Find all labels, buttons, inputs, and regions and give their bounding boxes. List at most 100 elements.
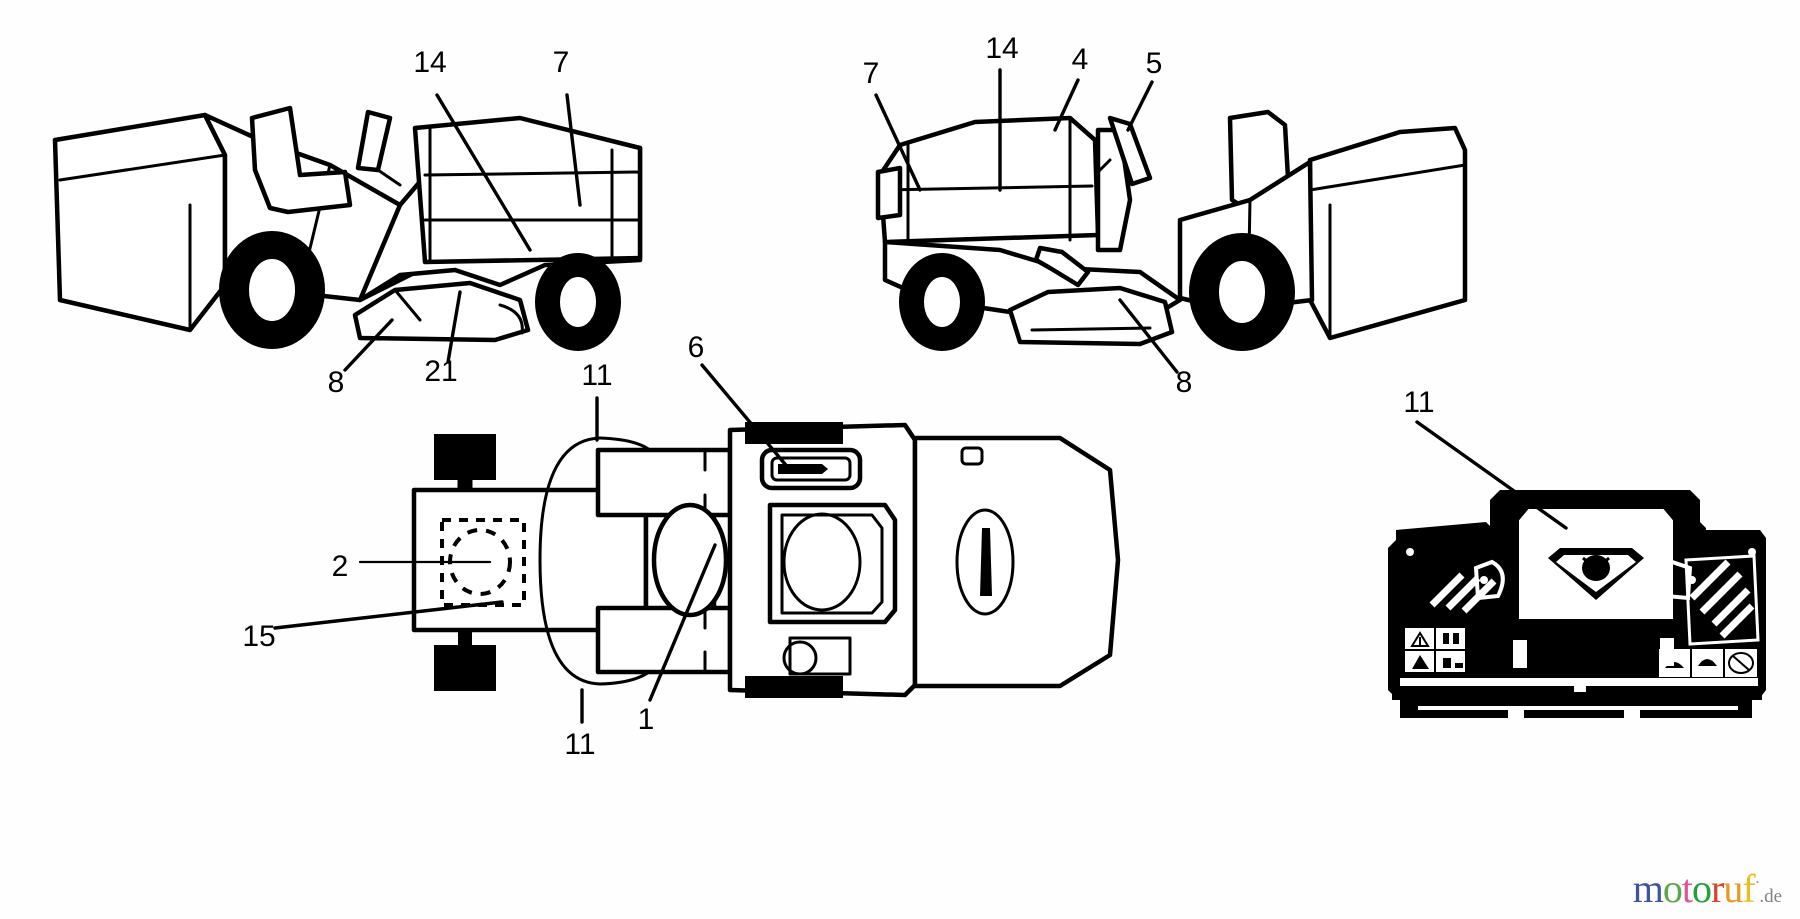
leader-6-top — [700, 363, 792, 472]
deck-line-left — [393, 288, 422, 322]
chip-left — [1513, 640, 1527, 668]
top-trim-lower — [745, 676, 843, 698]
grass-catcher-bag-left — [52, 112, 228, 333]
steering-column-left — [376, 168, 402, 187]
watermark-dot: · — [1754, 872, 1761, 892]
leader-15-top — [273, 600, 504, 630]
top-axle-lower — [458, 628, 472, 646]
callout-11-top: 11 — [581, 359, 612, 392]
leader-11-dash — [1415, 420, 1568, 530]
callout-7-left: 7 — [553, 46, 570, 79]
watermark-letter-o2: o — [1691, 866, 1712, 911]
chip-right — [1660, 638, 1674, 666]
top-body-rear — [912, 435, 1121, 689]
callout-14-right: 14 — [985, 32, 1018, 65]
top-bag-outline-left — [538, 436, 602, 686]
top-bag-upper-panel — [595, 447, 733, 518]
dot-far-left — [1406, 548, 1414, 556]
rail-lower — [1392, 692, 1760, 712]
rear-wheel-rim-left — [247, 257, 297, 323]
slot-a — [1652, 548, 1668, 555]
leader-21-left — [446, 290, 462, 364]
callout-6-top: 6 — [688, 331, 705, 364]
front-wheel-rim-right — [922, 275, 962, 329]
steering-column-right — [1096, 158, 1112, 174]
top-dash-decal-inner — [770, 456, 852, 482]
bag-fold-right — [1308, 163, 1467, 192]
top-knob-lower — [782, 640, 818, 676]
front-wheel-rim-left — [558, 275, 598, 329]
dot-right — [1688, 576, 1696, 584]
callout-2-top: 2 — [332, 550, 349, 583]
watermark-suffix: .de — [1759, 886, 1782, 907]
deck-curl-left — [498, 303, 524, 335]
leader-14-left — [435, 93, 532, 252]
right-arc-tab-icon — [1660, 559, 1693, 601]
callout-21-left: 21 — [424, 355, 457, 388]
deck-line-right — [1030, 326, 1152, 332]
callout-7-right: 7 — [863, 57, 880, 90]
leader-1-top — [648, 543, 717, 702]
steering-wheel-right — [1107, 115, 1153, 187]
watermark-letter-u: u — [1723, 866, 1743, 911]
hood-box-left — [412, 115, 643, 265]
top-box-lower — [788, 636, 852, 676]
leader-4-right — [1053, 78, 1080, 132]
watermark-letter-f: f — [1742, 866, 1755, 911]
dot-far-right — [1748, 548, 1756, 556]
speed-range-icon — [1657, 647, 1759, 679]
callout-8-right: 8 — [1176, 366, 1193, 399]
leader-8-right — [1118, 298, 1179, 374]
view-left-rear-quarter: 14 7 8 21 — [52, 46, 643, 399]
view-top-plan: 11 6 2 15 1 11 — [242, 331, 1121, 761]
callout-5-right: 5 — [1146, 47, 1163, 80]
leader-5-right — [1126, 80, 1154, 132]
watermark-letter-t: t — [1681, 866, 1693, 911]
callout-15-top: 15 — [242, 620, 275, 653]
top-wheel-rear-left — [434, 434, 496, 480]
leader-7-left — [565, 93, 582, 207]
callout-1-top: 1 — [638, 703, 655, 736]
top-tab-upper — [960, 446, 984, 466]
top-handle-oval — [955, 508, 1015, 616]
callout-8-left: 8 — [328, 366, 345, 399]
base-bar-line — [1418, 706, 1738, 710]
callout-14-left: 14 — [413, 46, 446, 79]
watermark-letter-o1: o — [1662, 866, 1683, 911]
seat-left — [249, 105, 353, 215]
hatch-frame-right — [1684, 554, 1760, 646]
control-lever-right — [1033, 245, 1091, 288]
top-seat-cushion — [782, 512, 862, 612]
dash-decal-hump-highlight — [1493, 493, 1697, 527]
motoruf-watermark: motoruf·.de — [1633, 869, 1782, 909]
top-trim-upper — [745, 422, 843, 444]
slot-b — [1652, 562, 1668, 569]
bag-edge-left — [53, 138, 62, 302]
grass-catcher-bag-right — [1307, 125, 1468, 341]
callout-4-right: 4 — [1072, 43, 1089, 76]
hood-right — [877, 115, 1101, 245]
callout-11-bottom: 11 — [564, 728, 595, 761]
steering-wheel-left — [355, 109, 393, 173]
top-seat-inner — [780, 513, 884, 615]
warning-pictogram-grid — [1403, 626, 1467, 674]
view-dashboard-decal-detail: 11 — [1388, 386, 1766, 718]
top-engine-oval — [651, 502, 729, 618]
dot-left — [1480, 576, 1488, 584]
rear-wheel-rim-right — [1217, 259, 1267, 325]
grille-right — [875, 165, 903, 221]
base-notch-1 — [1508, 710, 1524, 718]
left-arc-tab-icon — [1473, 559, 1505, 601]
hood-line-1-left — [423, 170, 642, 177]
seat-cushion-left — [298, 170, 347, 177]
leader-8-left — [343, 318, 394, 372]
top-wheel-rear-right — [434, 645, 496, 691]
bag-fold-left — [58, 153, 227, 182]
mower-deck-left — [352, 280, 531, 343]
view-right-front-quarter: 7 14 4 5 8 — [863, 32, 1468, 399]
hatch-lines-right-icon — [1689, 559, 1755, 639]
watermark-letter-r: r — [1710, 866, 1724, 911]
key-switch-prongs — [1582, 556, 1610, 568]
top-seat-outer — [767, 502, 898, 625]
